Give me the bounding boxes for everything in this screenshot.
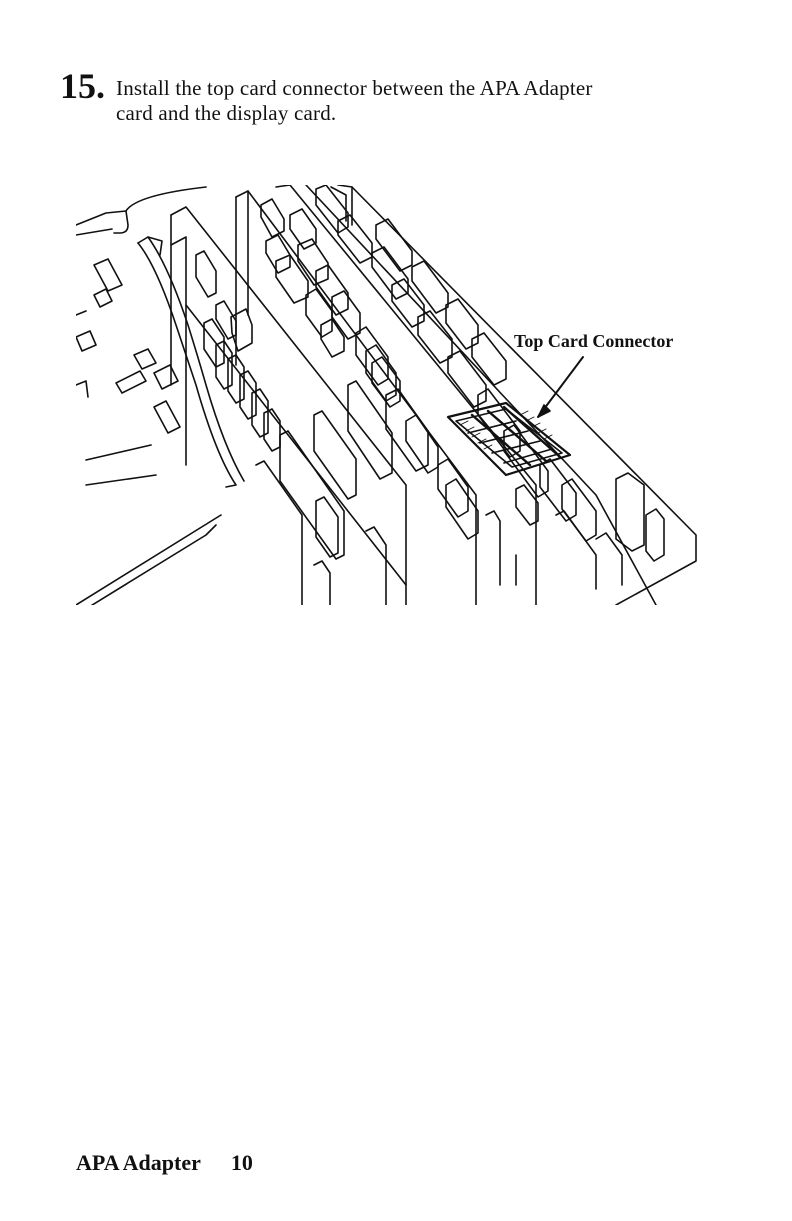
top-card-connector-part	[448, 403, 570, 475]
step-text: Install the top card connector between t…	[116, 76, 676, 126]
page-footer: APA Adapter 10	[76, 1150, 253, 1176]
step-number: 15.	[60, 66, 105, 106]
adapter-cards-drawing	[76, 185, 716, 605]
footer-section-title: APA Adapter	[76, 1150, 201, 1175]
system-board-illustration	[76, 185, 716, 605]
page-number: 10	[231, 1150, 253, 1175]
top-card-connector-label: Top Card Connector	[514, 330, 673, 352]
step-text-line-2: card and the display card.	[116, 101, 676, 126]
step-text-line-1: Install the top card connector between t…	[116, 76, 676, 101]
